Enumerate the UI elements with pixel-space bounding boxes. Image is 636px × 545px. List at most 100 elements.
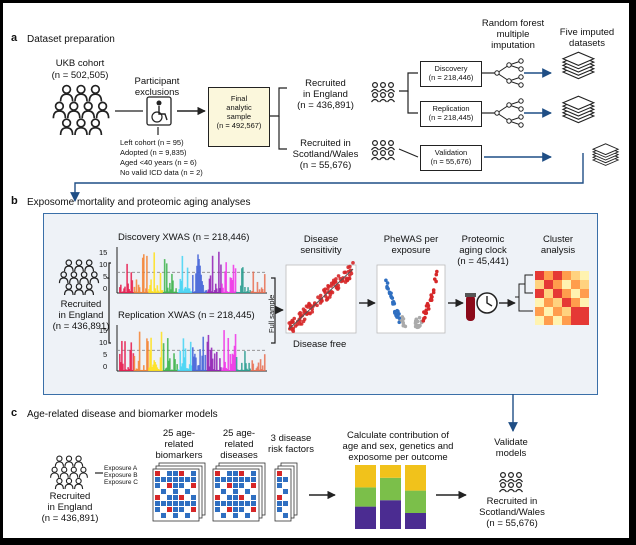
matrix-cell: [179, 507, 184, 512]
matrix-cell: [233, 489, 238, 494]
wheelchair-person-icon: [146, 96, 172, 126]
y-tick: 15: [99, 248, 108, 257]
volcano-point: [396, 312, 400, 317]
manhattan-mark: [138, 287, 141, 293]
figure-canvas: a Dataset preparation UKB cohort (n = 50…: [3, 3, 629, 538]
manhattan-mark: [215, 288, 218, 293]
scatter-point: [301, 307, 306, 312]
exclusion-item: No valid ICD data (n = 2): [120, 168, 203, 177]
manhattan-mark: [148, 367, 150, 371]
y-tick: 10: [99, 260, 108, 269]
manhattan-mark: [157, 368, 160, 371]
ukb-cohort-n: (n = 502,505): [51, 70, 109, 81]
manhattan-mark: [123, 369, 125, 371]
manhattan-mark: [206, 341, 209, 371]
person-body: [379, 88, 387, 93]
exposure-label: Exposure A: [104, 465, 138, 472]
person-body: [515, 478, 523, 483]
person-body: [507, 478, 515, 483]
heatmap-cell: [571, 289, 580, 298]
person-body: [54, 483, 64, 490]
manhattan-mark: [195, 273, 197, 293]
manhattan-mark: [221, 369, 223, 371]
manhattan-mark: [263, 354, 266, 371]
manhattan-mark: [158, 291, 161, 293]
manhattan-mark: [231, 353, 234, 371]
stacked-bar-segment: [380, 500, 401, 529]
manhattan-mark: [138, 331, 141, 371]
person-head: [387, 82, 395, 89]
person-head: [372, 149, 379, 157]
manhattan-mark: [253, 291, 256, 293]
manhattan-mark: [169, 358, 171, 371]
manhattan-mark: [219, 288, 221, 293]
matrix-cell: [245, 501, 250, 506]
matrix-cell: [227, 507, 232, 512]
heatmap-cell: [571, 316, 580, 325]
matrix-cell: [173, 483, 178, 488]
person-head: [372, 91, 379, 99]
matrix-cell: [161, 501, 166, 506]
manhattan-mark: [141, 369, 144, 371]
manhattan-mark: [259, 359, 262, 371]
matrix-cell: [277, 471, 282, 476]
matrix-cell: [173, 471, 178, 476]
manhattan-mark: [155, 364, 158, 371]
tree-node: [518, 122, 524, 128]
heatmap-cell: [553, 316, 562, 325]
person-head: [65, 455, 73, 462]
dataset-layer: [561, 95, 596, 110]
person-head: [80, 466, 87, 473]
scatter-point: [290, 318, 295, 323]
manhattan-mark: [222, 367, 224, 371]
heatmap-cell: [580, 298, 589, 307]
manhattan-mark: [258, 289, 261, 293]
fit-line: [288, 268, 354, 330]
person-body: [58, 277, 69, 284]
manhattan-mark: [123, 288, 125, 293]
matrix-cell: [179, 471, 184, 476]
manhattan-mark: [130, 342, 133, 371]
manhattan-mark: [127, 367, 129, 371]
person-body: [69, 472, 79, 478]
matrix-cell: [283, 501, 288, 506]
manhattan-mark: [137, 284, 140, 293]
volcano-point: [417, 324, 421, 329]
people-group-icon: [50, 455, 88, 490]
manhattan-mark: [155, 291, 158, 293]
heatmap-cell: [535, 280, 544, 289]
manhattan-mark: [201, 355, 203, 371]
person-head: [76, 118, 86, 128]
matrix-cell: [221, 513, 226, 518]
manhattan-mark: [172, 280, 174, 293]
section-b-letter: b: [11, 195, 18, 207]
scotland-label-a: Recruited in Scotland/Wales (n = 55,676): [292, 138, 359, 171]
manhattan-mark: [249, 368, 251, 371]
y-tick: 0: [103, 362, 108, 371]
manhattan-mark: [151, 291, 153, 293]
tube-cap: [465, 293, 476, 297]
manhattan-mark: [134, 291, 137, 293]
person-body: [74, 483, 84, 490]
heatmap-cell: [580, 271, 589, 280]
manhattan-mark: [256, 281, 259, 293]
volcano-point: [426, 307, 431, 311]
volcano-point: [413, 321, 418, 326]
person-head: [65, 283, 73, 290]
person-body: [88, 93, 103, 102]
manhattan-mark: [180, 280, 183, 293]
manhattan-mark: [160, 331, 163, 371]
manhattan-mark: [212, 369, 215, 371]
manhattan-mark: [177, 369, 179, 371]
manhattan-mark: [169, 282, 171, 293]
exclusion-item: Aged <40 years (n = 6): [120, 158, 197, 167]
volcano-point: [426, 303, 431, 308]
person-head: [60, 271, 68, 278]
manhattan-mark: [188, 364, 191, 371]
manhattan-mark: [180, 366, 183, 371]
connector-line: [278, 116, 287, 150]
stacked-datasets-icon: [561, 95, 596, 124]
person-body: [499, 488, 507, 493]
matrix-cell: [251, 495, 256, 500]
manhattan-mark: [149, 350, 151, 371]
